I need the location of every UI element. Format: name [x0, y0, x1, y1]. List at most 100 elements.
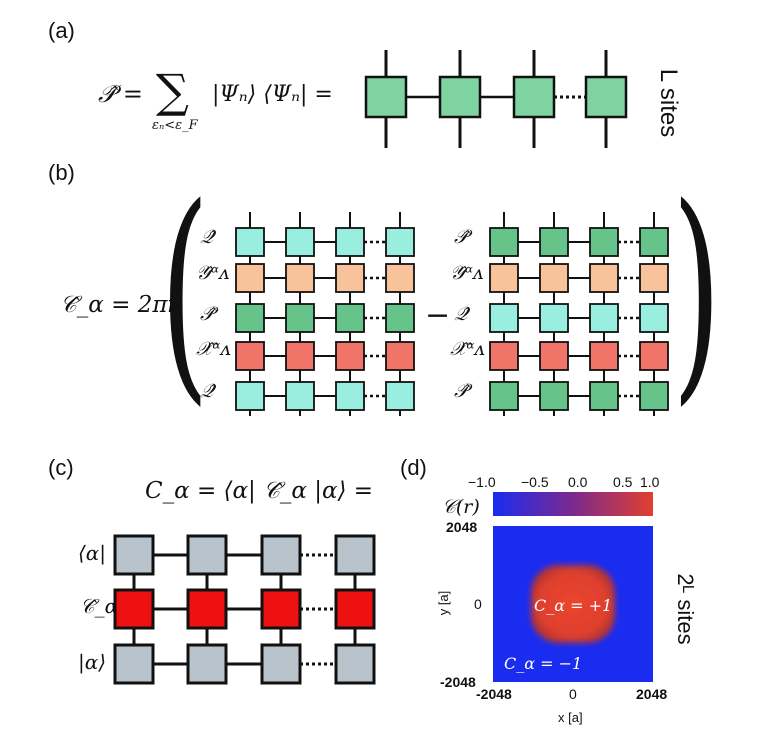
sum-symbol: ∑ — [156, 64, 189, 118]
operator-tensor-q — [335, 227, 365, 257]
operator-tensor-p — [589, 381, 619, 411]
inner-chern-annotation: C_α = +1 — [534, 596, 613, 615]
colorbar-tick: 1.0 — [640, 474, 660, 490]
outer-chern-annotation: C_α = −1 — [504, 654, 583, 673]
ket-tensor — [334, 643, 376, 685]
colorbar — [493, 492, 653, 516]
heatmap-topological-region — [531, 565, 615, 643]
operator-tensor-p — [285, 303, 315, 333]
row-label-bra: ⟨α| — [78, 541, 107, 565]
operator-tensor-p — [335, 303, 365, 333]
operator-tensor-x — [489, 341, 519, 371]
ket-tensor — [186, 643, 228, 685]
row-label-operator: 𝒞̂_α — [80, 594, 119, 618]
projector-equation-lhs: 𝒫̂ = — [98, 80, 144, 108]
panel-c-label: (c) — [48, 455, 74, 480]
x-axis-label: x [a] — [558, 710, 583, 725]
colorbar-tick: −0.5 — [521, 474, 549, 490]
panel-a-label: (a) — [48, 18, 75, 43]
row-label-q: 𝒬̂ — [200, 380, 214, 402]
operator-tensor-q — [539, 303, 569, 333]
operator-tensor-q — [335, 381, 365, 411]
bra-tensor — [113, 534, 155, 576]
operator-tensor-q — [385, 381, 415, 411]
mps-tensor — [512, 75, 556, 119]
operator-tensor-y — [539, 263, 569, 293]
row-label-x: 𝒳̂ᵅᴧ — [196, 338, 232, 360]
row-label-q: 𝒬̂ — [200, 226, 214, 248]
operator-tensor-x — [285, 341, 315, 371]
operator-tensor-q — [489, 303, 519, 333]
operator-tensor-p — [589, 227, 619, 257]
chern-expectation-equation: C_α = ⟨α| 𝒞̂_α |α⟩ = — [145, 478, 374, 504]
operator-tensor-y — [589, 263, 619, 293]
row-label-p: 𝒫̂ — [200, 303, 214, 325]
operator-tensor-p — [235, 303, 265, 333]
mps-tensor — [584, 75, 628, 119]
row-label-x: 𝒳̂ᵅᴧ — [450, 338, 486, 360]
row-label-ket: |α⟩ — [78, 650, 107, 674]
colorbar-tick: 0.5 — [613, 474, 633, 490]
minus-sign: − — [425, 298, 451, 333]
operator-tensor-x — [385, 341, 415, 371]
operator-tensor-p — [489, 381, 519, 411]
mps-tensor — [438, 75, 482, 119]
operator-tensor-p — [489, 227, 519, 257]
y-tick-mid: 0 — [474, 596, 482, 612]
bra-tensor — [334, 534, 376, 576]
operator-tensor-q — [639, 303, 669, 333]
x-tick-left: -2048 — [476, 686, 512, 702]
operator-tensor-y — [285, 263, 315, 293]
row-label-p: 𝒫̂ — [454, 226, 468, 248]
operator-tensor-q — [235, 227, 265, 257]
paren-open: ( — [160, 159, 210, 426]
y-tick-top: 2048 — [446, 519, 478, 535]
operator-tensor-y — [385, 263, 415, 293]
operator-tensor-q — [285, 381, 315, 411]
chern-operator-tensor — [113, 588, 155, 630]
row-label-q: 𝒬̂ — [454, 303, 468, 325]
row-label-p: 𝒫̂ — [454, 380, 468, 402]
x-tick-mid: 0 — [569, 686, 577, 702]
operator-tensor-y — [489, 263, 519, 293]
bra-tensor — [260, 534, 302, 576]
operator-tensor-y — [639, 263, 669, 293]
chern-operator-tensor — [186, 588, 228, 630]
chern-operator-tensor — [334, 588, 376, 630]
operator-tensor-x — [639, 341, 669, 371]
operator-tensor-p — [639, 227, 669, 257]
colorbar-label: 𝒞(r) — [442, 496, 480, 518]
colorbar-tick: 0.0 — [568, 474, 588, 490]
row-label-y: 𝒴̂ᵅᴧ — [196, 262, 230, 284]
operator-tensor-p — [539, 381, 569, 411]
ket-tensor — [260, 643, 302, 685]
operator-tensor-p — [385, 303, 415, 333]
row-label-y: 𝒴̂ᵅᴧ — [450, 262, 484, 284]
paren-close: ) — [672, 159, 722, 426]
x-tick-right: 2048 — [636, 686, 668, 702]
operator-tensor-x — [335, 341, 365, 371]
mps-tensor — [364, 75, 408, 119]
colorbar-tick: −1.0 — [468, 474, 496, 490]
projector-equation-rhs: |Ψₙ⟩ ⟨Ψₙ| = — [212, 82, 333, 107]
chern-marker-operator-lhs: 𝒞̂_α = 2πi — [60, 292, 175, 318]
operator-tensor-x — [539, 341, 569, 371]
ket-tensor — [113, 643, 155, 685]
sum-subscript: εₙ<ε_F — [152, 118, 198, 133]
operator-tensor-y — [235, 263, 265, 293]
operator-tensor-y — [335, 263, 365, 293]
operator-tensor-x — [235, 341, 265, 371]
operator-tensor-x — [589, 341, 619, 371]
operator-tensor-p — [639, 381, 669, 411]
operator-tensor-q — [589, 303, 619, 333]
chern-operator-tensor — [260, 588, 302, 630]
panel-d-label: (d) — [400, 455, 427, 480]
y-tick-bottom: -2048 — [440, 674, 476, 690]
operator-tensor-q — [285, 227, 315, 257]
operator-tensor-p — [539, 227, 569, 257]
operator-tensor-q — [385, 227, 415, 257]
bra-tensor — [186, 534, 228, 576]
operator-tensor-q — [235, 381, 265, 411]
panel-b-label: (b) — [48, 160, 75, 185]
